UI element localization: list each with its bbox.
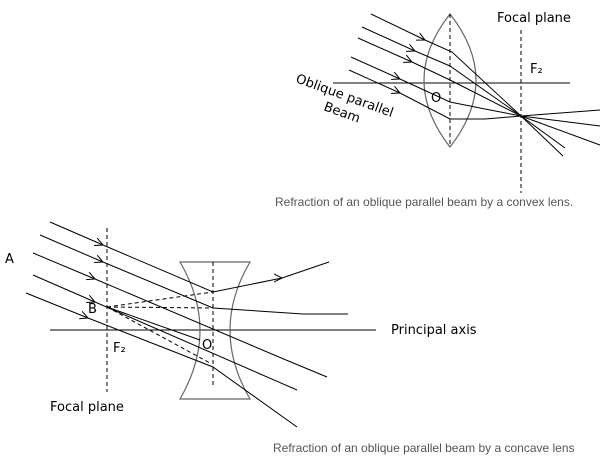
convex-lens-diagram: Focal plane F₂ O Oblique parallel Beam R…	[275, 11, 601, 209]
concave-caption: Refraction of an oblique parallel beam b…	[273, 441, 575, 455]
point-a-label: A	[5, 252, 14, 267]
convex-rays	[348, 13, 601, 157]
concave-focus-label: F₂	[113, 341, 126, 356]
convex-optical-centre-label: O	[431, 91, 441, 106]
concave-optical-centre-label: O	[202, 338, 212, 353]
principal-axis-label: Principal axis	[391, 323, 477, 338]
convex-focal-plane-label: Focal plane	[497, 11, 571, 26]
convex-lens	[423, 13, 477, 148]
concave-lens-diagram: A B F₂ O Principal axis Focal plane Refr…	[5, 221, 575, 455]
concave-rays	[25, 221, 348, 428]
point-b-label: B	[88, 302, 97, 317]
concave-lens	[178, 261, 252, 400]
concave-focal-plane-label: Focal plane	[50, 400, 124, 415]
convex-caption: Refraction of an oblique parallel beam b…	[275, 195, 573, 209]
convex-focus-label: F₂	[530, 62, 543, 77]
